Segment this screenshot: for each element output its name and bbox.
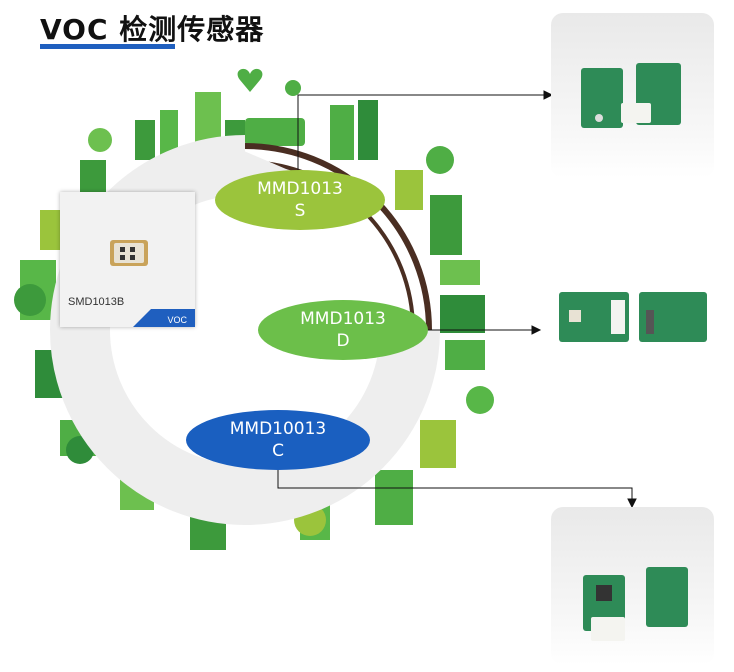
page-title: VOC 检测传感器: [40, 13, 265, 46]
product-photo-c: [551, 507, 714, 665]
connector-lines: [277, 90, 637, 509]
sensor-c-variant: C: [272, 441, 284, 461]
sensor-s-variant: S: [294, 201, 306, 221]
chip-tag-shape: [133, 309, 195, 327]
sensor-oval-d: MMD1013 D: [258, 300, 428, 360]
pcb-board-icon: [559, 292, 707, 342]
product-photo-s: [551, 13, 714, 178]
title-underline: [40, 44, 175, 49]
sensor-d-model: MMD1013: [300, 309, 386, 329]
sensor-d-variant: D: [336, 331, 350, 351]
chip-label: SMD1013B: [68, 296, 125, 308]
pcb-board-icon: [583, 567, 688, 641]
product-photo-d: [551, 270, 714, 370]
sensor-oval-c: MMD10013 C: [186, 410, 370, 470]
sensor-oval-s: MMD1013 S: [215, 170, 385, 230]
sensor-c-model: MMD10013: [229, 419, 327, 439]
chip-tag-text: VOC: [167, 315, 187, 325]
pcb-board-icon: [581, 63, 681, 128]
chip-icon: [110, 240, 148, 266]
sensor-s-model: MMD1013: [257, 179, 343, 199]
chip-card: SMD1013B VOC: [60, 192, 195, 327]
